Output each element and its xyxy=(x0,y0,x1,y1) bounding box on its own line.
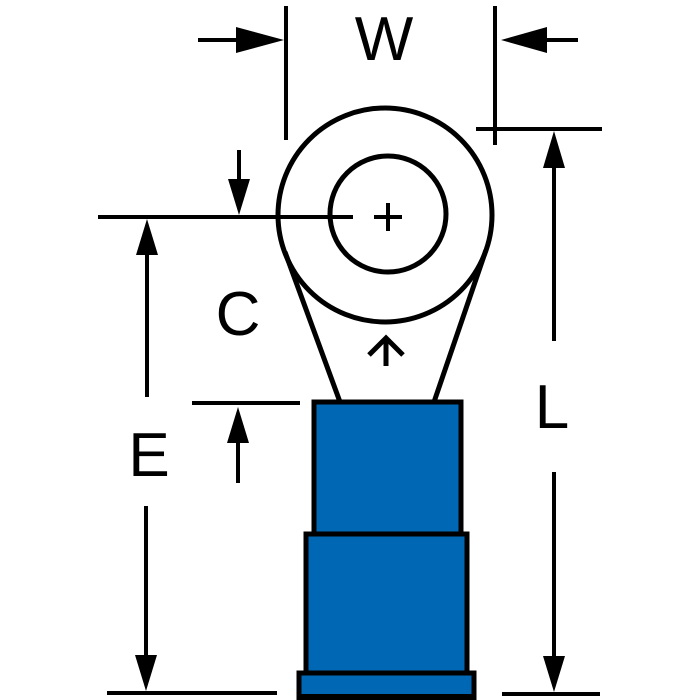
neck-taper-line-left xyxy=(282,251,343,403)
dimension-e: E xyxy=(107,219,277,695)
center-mark-icon xyxy=(374,203,402,231)
insulation-flare-base xyxy=(296,670,477,700)
dimension-l-label: L xyxy=(535,373,569,442)
dimension-w: W xyxy=(198,5,578,145)
l-arrowhead-up-icon xyxy=(543,131,565,168)
ring-outer-circle xyxy=(275,105,495,325)
ring-inner-circle xyxy=(327,153,449,275)
insulation-sleeve-lower xyxy=(303,531,470,676)
w-arrowhead-right-icon xyxy=(501,27,547,53)
ring-terminal-outline xyxy=(98,105,495,403)
w-arrowhead-left-icon xyxy=(236,27,284,53)
dimension-e-label: E xyxy=(128,421,169,490)
insulation-barrel xyxy=(296,399,477,700)
c-arrowhead-up-icon xyxy=(227,407,249,443)
flare-bottom-edge xyxy=(299,694,474,700)
dimension-c: C xyxy=(192,150,300,483)
l-arrowhead-down-icon xyxy=(543,656,565,692)
wire-entry-arrow-icon xyxy=(367,334,405,366)
dimension-w-label: W xyxy=(355,5,414,74)
dimension-c-label: C xyxy=(216,280,261,349)
dimension-l: L xyxy=(476,127,602,696)
e-arrowhead-up-icon xyxy=(136,219,158,255)
insulation-sleeve-upper xyxy=(311,399,464,537)
wire-entry-arrow-chevron xyxy=(367,334,405,357)
c-arrowhead-down-icon xyxy=(228,179,250,215)
neck-taper-line-right xyxy=(431,249,489,403)
e-arrowhead-down-icon xyxy=(135,655,157,691)
